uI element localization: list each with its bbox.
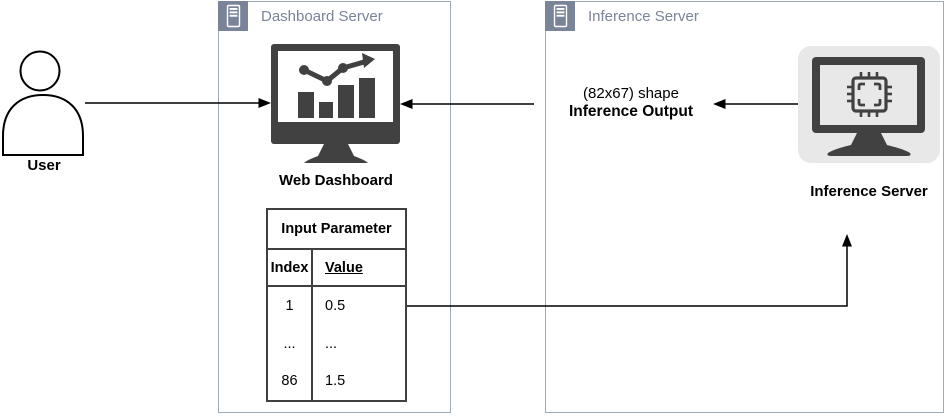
table-title: Input Parameter [268,210,405,250]
table-value-column: 0.5 ... 1.5 [313,287,405,400]
table-col-header-index: Index [268,250,313,285]
table-cell-index: 1 [285,297,294,314]
table-cell-value: 0.5 [325,297,346,314]
table-cell-index: 86 [281,373,298,390]
container-inference-server: Inference Server [545,1,944,413]
edge-label-shape: (82x67) shape [583,85,679,102]
server-rack-icon [218,1,248,31]
container-inference-title: Inference Server [588,8,699,25]
inference-server-label: Inference Server [810,183,928,200]
web-dashboard-label: Web Dashboard [279,172,393,189]
container-dashboard-server: Dashboard Server [218,1,451,413]
web-dashboard-icon [271,44,400,163]
table-cell-index: ... [283,335,296,352]
table-cell-value: ... [325,335,338,352]
server-rack-icon [545,1,575,31]
table-body: 1 ... 86 0.5 ... 1.5 [268,287,405,400]
inference-server-icon [798,46,940,163]
user-icon [1,50,84,156]
edge-label-name: Inference Output [568,102,693,120]
container-dashboard-title: Dashboard Server [261,8,383,25]
table-index-column: 1 ... 86 [268,287,313,400]
table-header-row: Index Value [268,250,405,287]
table-cell-value: 1.5 [325,373,346,390]
table-col-header-value: Value [325,259,363,276]
input-parameter-table: Input Parameter Index Value 1 ... 86 0.5… [266,208,407,402]
inference-output-edge-label: (82x67) shape Inference Output [546,85,716,120]
user-label: User [27,157,61,174]
